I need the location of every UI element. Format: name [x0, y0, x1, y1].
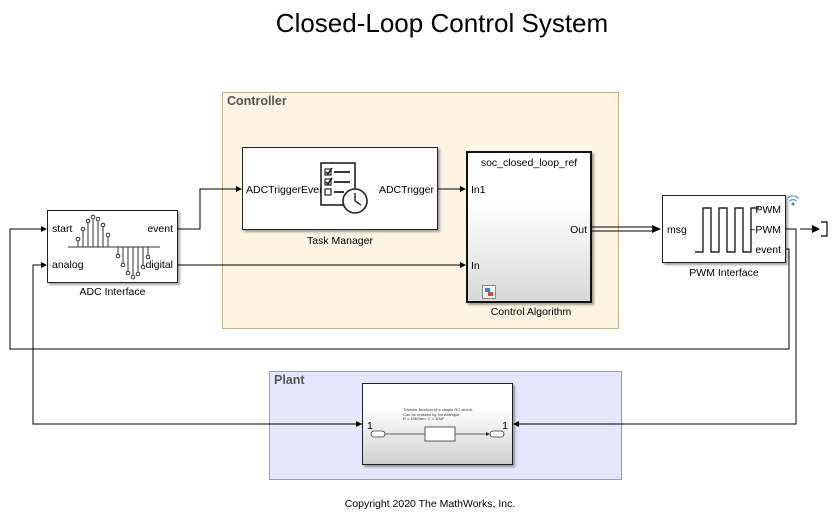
checklist-clock-icon [320, 162, 368, 214]
wire-pwm-to-plant-in [519, 228, 797, 425]
pwm-interface-block[interactable]: msg PWM ~PWM event [662, 195, 786, 263]
adc-start-port-label: start [52, 223, 73, 235]
adc-interface-label: ADC Interface [79, 286, 146, 298]
arrow-task-manager-in [236, 186, 242, 192]
terminator-icon [821, 221, 828, 237]
arrow-pwm-msg [652, 225, 661, 233]
arrow-terminator [812, 225, 820, 233]
pwm-interface-label: PWM Interface [689, 267, 759, 279]
copyright-text: Copyright 2020 The MathWorks, Inc. [344, 498, 516, 510]
pwm-waveform-icon [695, 207, 759, 253]
plant-subsystem-block[interactable]: 1 1 Transfer function of a simple RC cir… [362, 383, 513, 465]
plant-note-line: Transfer function of a simple RC circuit… [403, 407, 473, 412]
control-algorithm-block[interactable]: soc_closed_loop_ref In1 In Out [466, 151, 592, 303]
task-manager-in-port-label: ADCTriggerEvent [246, 184, 328, 196]
plant-inner-diagram [370, 426, 505, 442]
diagram-title: Closed-Loop Control System [275, 8, 609, 38]
adc-event-port-label: event [147, 223, 173, 235]
arrow-control-in1 [460, 186, 466, 192]
plant-note-line: R = 10kOhm, C = 10uF [403, 416, 445, 422]
arrow-control-in [460, 262, 466, 268]
task-manager-label: Task Manager [307, 235, 373, 247]
control-model-reference-name: soc_closed_loop_ref [480, 157, 578, 169]
arrow-adc-analog [41, 262, 47, 268]
plant-in-port-label: 1 [367, 420, 373, 432]
plant-note-line: Can be realized by, for example, [403, 411, 461, 417]
adc-digital-port-label: digital [145, 259, 173, 271]
adc-analog-port-label: analog [52, 259, 84, 271]
arrow-plant-in [356, 421, 362, 427]
adc-interface-block[interactable]: start analog event digital [47, 210, 178, 283]
wire-plant-out-to-adc-analog [32, 264, 362, 425]
control-in-port-label: In [471, 260, 480, 272]
arrow-plant-out-feedback [513, 421, 519, 427]
task-manager-out-port-label: ADCTrigger [378, 184, 434, 196]
plant-note: Transfer function of a simple RC circuit… [403, 407, 503, 422]
pwm-msg-port-label: msg [667, 224, 687, 236]
wire-adc-event-to-task-manager [178, 188, 236, 230]
pwm-positive-port-label: PWM [755, 204, 781, 216]
wire-control-out-to-pwm-msg [592, 226, 652, 232]
control-in1-port-label: In1 [471, 184, 486, 196]
model-reference-icon [482, 285, 496, 299]
pwm-event-port-label: event [755, 244, 781, 256]
wire-pwm-event-to-adc-start [9, 228, 790, 350]
arrow-adc-start [41, 226, 47, 232]
controller-area-label: Controller [227, 94, 287, 108]
control-out-port-label: Out [570, 224, 587, 236]
plant-area-label: Plant [274, 373, 305, 387]
pwm-negative-port-label: ~PWM [749, 224, 781, 236]
plant-out-port-label: 1 [502, 420, 508, 432]
task-manager-block[interactable]: ADCTriggerEvent ADCTrigger [242, 147, 438, 230]
control-algorithm-label: Control Algorithm [490, 306, 572, 318]
wireless-icon [786, 195, 800, 206]
adc-sampling-icon [68, 214, 160, 280]
